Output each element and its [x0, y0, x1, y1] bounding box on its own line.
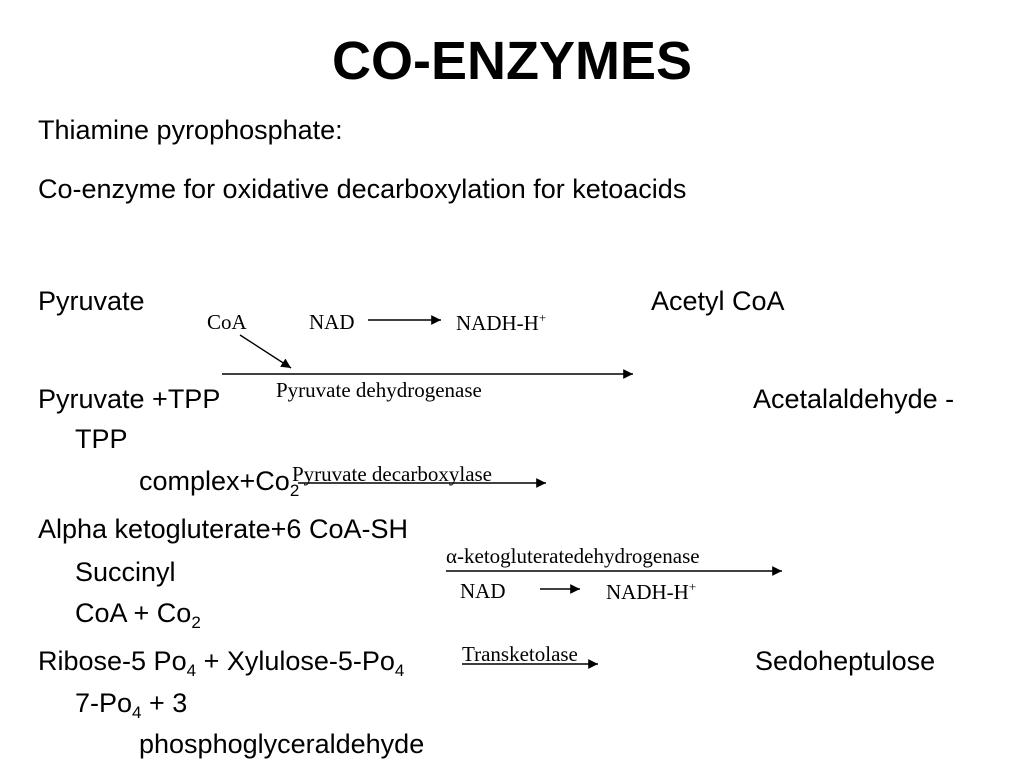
intro-line-1: Thiamine pyrophosphate:	[38, 115, 343, 145]
reaction2-substrate: Pyruvate +TPP	[38, 384, 221, 414]
reaction1-substrate: Pyruvate	[38, 286, 145, 316]
reaction4-product-b: 7-Po4 + 3	[75, 688, 188, 722]
reaction1-nad-label: NAD	[309, 310, 355, 334]
reaction4-substrates: Ribose-5 Po4 + Xylulose-5-Po4	[38, 646, 405, 680]
reaction4-enzyme-label: Transketolase	[462, 642, 578, 666]
reaction1-enzyme-label: Pyruvate dehydrogenase	[276, 378, 482, 402]
reaction2-product-c: complex+Co2	[139, 466, 300, 500]
reaction2-enzyme-label: Pyruvate decarboxylase	[292, 462, 493, 486]
reaction1-product: Acetyl CoA	[651, 286, 785, 316]
intro-line-2: Co-enzyme for oxidative decarboxylation …	[38, 174, 687, 204]
reaction1-coa-label: CoA	[207, 310, 247, 334]
reaction2-product-a: Acetalaldehyde -	[753, 384, 955, 414]
reaction3-substrate: Alpha ketogluterate+6 CoA-SH	[38, 514, 408, 544]
page-title: CO-ENZYMES	[331, 31, 693, 91]
reaction4-product-a: Sedoheptulose	[755, 646, 936, 676]
reaction1-nadh-label: NADH-H+	[456, 310, 547, 335]
reaction1-coa-arrow	[239, 334, 292, 369]
reaction3-product-b: CoA + Co2	[75, 598, 201, 632]
reaction3-enzyme-label: α-ketogluteratedehydrogenase	[446, 544, 700, 568]
reaction2-product-b: TPP	[75, 424, 128, 454]
alpha-symbol: α	[446, 544, 458, 568]
reaction3-nad-label: NAD	[460, 579, 506, 603]
reaction4-product-d: phosphoglyceraldehyde	[139, 729, 425, 759]
reaction3-product-a: Succinyl	[75, 557, 176, 587]
reaction3-nadh-label: NADH-H+	[606, 579, 697, 604]
